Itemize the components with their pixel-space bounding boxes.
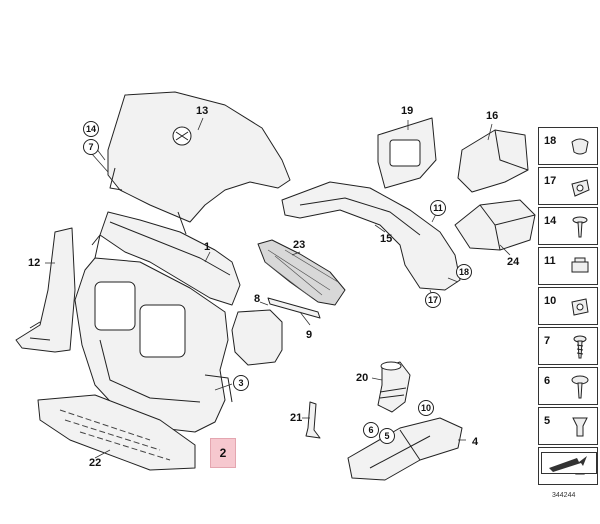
part-12-duct-shape [15, 227, 76, 353]
circled-label-6: 6 [363, 422, 379, 438]
label-9: 9 [306, 329, 313, 341]
label-20: 20 [356, 372, 369, 384]
part-21-clip-shape [305, 401, 321, 439]
legend-number: 7 [544, 335, 551, 347]
legend-cell-7: 7 [538, 327, 598, 365]
label-15: 15 [380, 233, 393, 245]
circled-label-17: 17 [425, 292, 441, 308]
grommet-icon [571, 138, 589, 155]
legend-number: 6 [544, 375, 551, 387]
circled-label-3: 3 [233, 375, 249, 391]
label-13: 13 [196, 105, 209, 117]
legend-number: 14 [544, 215, 557, 227]
legend-number: 5 [544, 415, 551, 427]
label-1: 1 [204, 241, 211, 253]
legend-cell-18: 18 [538, 127, 598, 165]
legend-cell-5: 5 [538, 407, 598, 445]
speed-nut-icon [571, 298, 589, 316]
legend-number: 11 [544, 255, 556, 267]
part-22-plate-shape [37, 394, 196, 471]
part-16-duct-shape [457, 129, 529, 193]
legend-cell-10: 10 [538, 287, 598, 325]
legend-cell-11: 11 [538, 247, 598, 285]
part-1-carrier-shape [99, 211, 241, 306]
legend-cell-14: 14 [538, 207, 598, 245]
legend-number: 18 [544, 135, 557, 147]
diagram-number: 344244 [552, 492, 576, 499]
label-4: 4 [472, 436, 479, 448]
spring-clip-icon [571, 257, 589, 273]
fastener-legend: 18 17 14 11 10 7 6 5 [538, 127, 598, 485]
expanding-rivet-icon [572, 417, 588, 437]
circled-label-10: 10 [418, 400, 434, 416]
collar-screw-icon [571, 375, 589, 399]
part-15-beam-shape [281, 181, 461, 291]
label-21: 21 [290, 412, 303, 424]
circled-label-14: 14 [83, 121, 99, 137]
legend-cell-17: 17 [538, 167, 598, 205]
part-20-hose-shape [377, 361, 411, 413]
legend-number: 17 [544, 175, 557, 187]
push-rivet-icon [572, 216, 588, 238]
direction-arrow-icon [541, 452, 597, 474]
label-23: 23 [293, 239, 306, 251]
circled-label-7: 7 [83, 139, 99, 155]
clip-nut-icon [571, 179, 590, 197]
label-8: 8 [254, 293, 261, 305]
part-9-strip-shape [267, 297, 321, 319]
circled-label-18: 18 [456, 264, 472, 280]
part-8-side-shape [231, 309, 283, 366]
label-22: 22 [89, 457, 102, 469]
label-12: 12 [28, 257, 41, 269]
screw-icon [573, 335, 587, 359]
circled-label-11: 11 [430, 200, 446, 216]
label-19: 19 [401, 105, 414, 117]
label-24: 24 [507, 256, 520, 268]
circled-label-5: 5 [379, 428, 395, 444]
legend-cell-6: 6 [538, 367, 598, 405]
part-13-cover-shape [107, 91, 291, 223]
legend-number: 10 [544, 295, 557, 307]
label-16: 16 [486, 110, 499, 122]
highlighted-part-label[interactable]: 2 [210, 438, 236, 468]
